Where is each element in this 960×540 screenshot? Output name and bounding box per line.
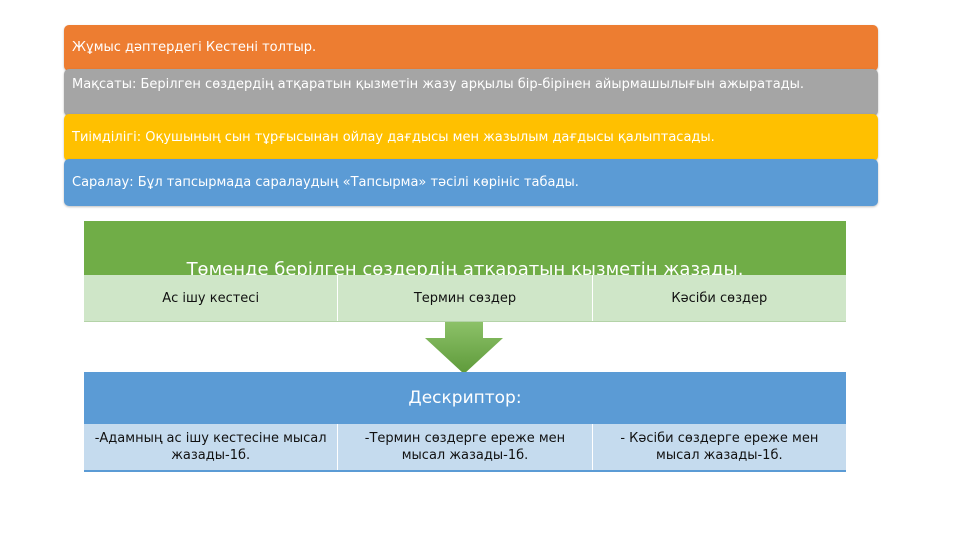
goal-bar: Мақсаты: Берілген сөздердің атқаратын қы… [64,69,878,116]
descriptor-cell: - Кәсіби сөздерге ереже мен мысал жазады… [620,431,819,463]
task-instruction-text: Жұмыс дәптердегі Кестені толтыр. [72,40,317,55]
task-table-cell: Ас ішу кестесі [84,275,339,321]
down-arrow-icon [425,322,503,374]
descriptor-title: Дескриптор: [408,388,522,408]
effectiveness-bar: Тиімділігі: Оқушының сын тұрғысынан ойла… [64,114,878,161]
differentiation-bar: Саралау: Бұл тапсырмада саралаудың «Тапс… [64,159,878,206]
differentiation-text: Саралау: Бұл тапсырмада саралаудың «Тапс… [72,174,579,190]
task-table-cell: Кәсіби сөздер [671,290,768,306]
effectiveness-text: Тиімділігі: Оқушының сын тұрғысынан ойла… [72,129,715,145]
descriptor-cell: -Термин сөздерге ереже мен мысал жазады-… [338,424,593,470]
descriptor-cell: -Адамның ас ішу кестесіне мысал жазады-1… [84,424,339,470]
goal-text: Мақсаты: Берілген сөздердің атқаратын қы… [72,77,805,92]
task-instruction-bar: Жұмыс дәптердегі Кестені толтыр. [64,25,878,71]
task-table-header: Төменде берілген сөздердің атқаратын қыз… [84,221,846,275]
task-table-title: Төменде берілген сөздердің атқаратын қыз… [186,259,744,275]
task-table-cell: Термин сөздер [338,275,593,321]
descriptor-header: Дескриптор: [84,372,846,424]
task-table-row: Ас ішу кестесі Термин сөздер Кәсіби сөзд… [84,275,846,322]
descriptor-row: -Адамның ас ішу кестесіне мысал жазады-1… [84,424,846,472]
